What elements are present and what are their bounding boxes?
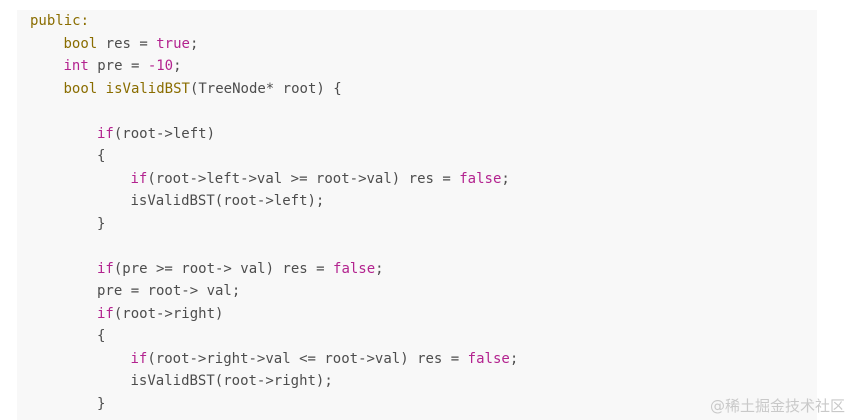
code-token: ;	[375, 260, 384, 277]
code-token: bool	[63, 80, 98, 97]
code-token: bool	[63, 35, 98, 52]
code-token: pre =	[88, 58, 148, 74]
code-token: int	[63, 58, 89, 74]
code-token: ;	[189, 35, 199, 52]
code-token: ;	[501, 170, 510, 187]
code-line: bool isValidBST(TreeNode* root) {	[64, 78, 342, 100]
code-token: if	[97, 260, 114, 277]
code-token: isValidBST(root->left);	[130, 193, 325, 209]
code-line: {	[97, 145, 105, 167]
code-line: if(root->right)	[97, 303, 223, 325]
code-token: false	[459, 170, 502, 187]
code-token: false	[333, 260, 376, 277]
code-token: public:	[30, 13, 90, 29]
code-line: int pre = -10;	[64, 55, 182, 77]
code-token: }	[97, 395, 106, 412]
code-block: public:bool res = true;int pre = -10;boo…	[17, 10, 817, 420]
code-token: }	[97, 215, 106, 232]
code-token: isValidBST	[105, 80, 190, 97]
code-token: (root->left->val >= root->val) res =	[147, 170, 460, 187]
code-token: true	[156, 35, 190, 52]
code-token: if	[97, 125, 114, 142]
code-token: pre = root-> val;	[97, 283, 241, 299]
code-line: isValidBST(root->right);	[131, 370, 333, 392]
code-token: isValidBST(root->right);	[130, 373, 333, 389]
code-token: (TreeNode* root) {	[189, 80, 342, 97]
code-line: if(pre >= root-> val) res = false;	[97, 258, 384, 280]
code-token: (root->right->val <= root->val) res =	[147, 350, 468, 367]
code-token: {	[97, 148, 106, 164]
code-line: public:	[30, 10, 89, 32]
code-token: (pre >= root-> val) res =	[113, 260, 334, 277]
code-token: if	[130, 170, 148, 187]
code-token: if	[130, 350, 148, 367]
code-line: bool res = true;	[64, 33, 199, 55]
code-token: res =	[97, 35, 157, 52]
code-line: isValidBST(root->left);	[131, 190, 325, 212]
code-token: (root->right)	[113, 305, 224, 322]
code-token: -10	[147, 58, 174, 74]
code-line: }	[97, 393, 105, 415]
code-token: false	[467, 350, 510, 367]
code-token	[97, 81, 105, 97]
code-line: if(root->left->val >= root->val) res = f…	[131, 168, 510, 190]
code-line: if(root->right->val <= root->val) res = …	[131, 348, 519, 370]
code-token: if	[97, 305, 114, 322]
watermark: @稀土掘金技术社区	[709, 397, 845, 415]
code-line: if(root->left)	[97, 123, 215, 145]
code-line: }	[97, 213, 105, 235]
code-token: ;	[509, 350, 519, 367]
code-line: {	[97, 325, 105, 347]
code-token: ;	[173, 58, 182, 74]
code-token: (root->left)	[113, 125, 216, 142]
code-line: pre = root-> val;	[97, 280, 240, 302]
code-token: {	[97, 328, 106, 344]
